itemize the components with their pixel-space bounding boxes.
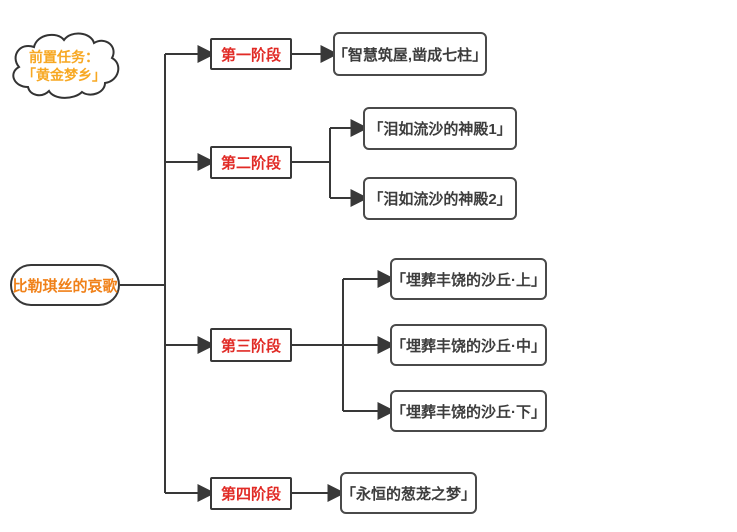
quest-node-stage3-1: 「埋葬丰饶的沙丘·上」	[390, 258, 547, 300]
quest-node-stage4-1: 「永恒的葱茏之梦」	[340, 472, 477, 514]
prerequisite-note: 前置任务： 「黄金梦乡」	[6, 28, 122, 104]
quest-node-stage3-2: 「埋葬丰饶的沙丘·中」	[390, 324, 547, 366]
stage-3-node: 第三阶段	[210, 328, 292, 362]
stage-2-node: 第二阶段	[210, 146, 292, 179]
root-node: 比勒琪丝的哀歌	[10, 264, 120, 306]
quest-node-stage1-1: 「智慧筑屋,凿成七柱」	[333, 32, 487, 76]
stage-1-node: 第一阶段	[210, 38, 292, 70]
prerequisite-line1: 前置任务：	[29, 49, 99, 65]
stage-4-node: 第四阶段	[210, 477, 292, 510]
quest-node-stage2-1: 「泪如流沙的神殿1」	[363, 107, 517, 150]
quest-node-stage3-3: 「埋葬丰饶的沙丘·下」	[390, 390, 547, 432]
quest-node-stage2-2: 「泪如流沙的神殿2」	[363, 177, 517, 220]
prerequisite-line2: 「黄金梦乡」	[22, 67, 106, 83]
prerequisite-cloud-shape	[12, 32, 120, 99]
